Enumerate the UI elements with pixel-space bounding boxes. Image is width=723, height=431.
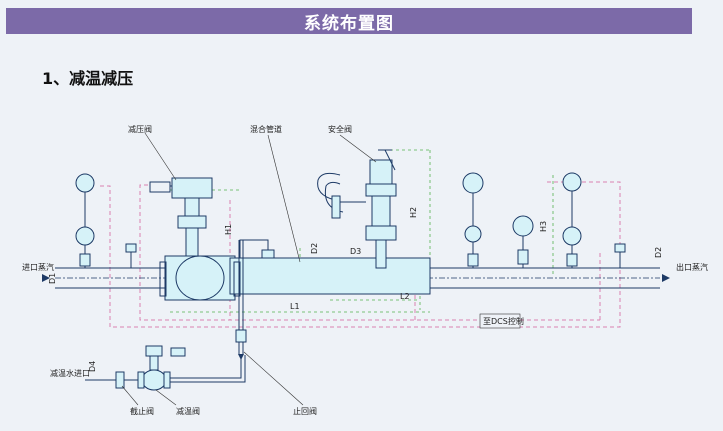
dim-d1: D1 — [48, 273, 57, 284]
label-dcs: 至DCS控制 — [483, 316, 524, 326]
dim-d4: D4 — [88, 361, 97, 372]
dim-d2-right: D2 — [654, 247, 663, 258]
label-safety-valve: 安全阀 — [328, 124, 352, 134]
pressure-reducing-valve — [149, 177, 213, 257]
section-title: 1、减温减压 — [42, 69, 134, 88]
label-water-inlet: 减温水进口 — [50, 368, 90, 378]
label-check-valve: 止回阀 — [293, 406, 317, 416]
label-temp-valve: 减温阀 — [176, 406, 200, 416]
dcs-box: 至DCS控制 — [479, 313, 524, 329]
label-inlet-steam: 进口蒸汽 — [22, 262, 54, 272]
label-mixing-pipe: 混合管道 — [250, 124, 282, 134]
leader-lines — [121, 132, 377, 406]
dim-l2: L2 — [400, 292, 410, 301]
water-inlet-valves — [85, 345, 186, 391]
label-stop-valve: 截止阀 — [130, 406, 154, 416]
main-pipe — [55, 255, 660, 301]
safety-valve — [317, 149, 397, 269]
label-outlet-steam: 出口蒸汽 — [676, 262, 708, 272]
dim-h3: H3 — [539, 221, 548, 232]
page-title: 系统布置图 — [304, 13, 394, 34]
dimension-labels: H1 H2 H3 D1 D2 D2 D3 D4 L1 L2 — [48, 207, 663, 372]
water-injection-line — [170, 239, 275, 383]
dim-d2-left: D2 — [310, 243, 319, 254]
instruments — [75, 172, 626, 268]
dim-h1: H1 — [224, 224, 233, 235]
flow-arrows — [42, 274, 670, 360]
dim-d3: D3 — [350, 247, 361, 256]
header-bar: 系统布置图 — [6, 8, 692, 34]
dim-l1: L1 — [290, 302, 300, 311]
dim-h2: H2 — [409, 207, 418, 218]
component-labels: 减压阀 混合管道 安全阀 进口蒸汽 出口蒸汽 减温水进口 截止阀 减温阀 止回阀 — [22, 124, 708, 416]
label-pressure-valve: 减压阀 — [128, 124, 152, 134]
